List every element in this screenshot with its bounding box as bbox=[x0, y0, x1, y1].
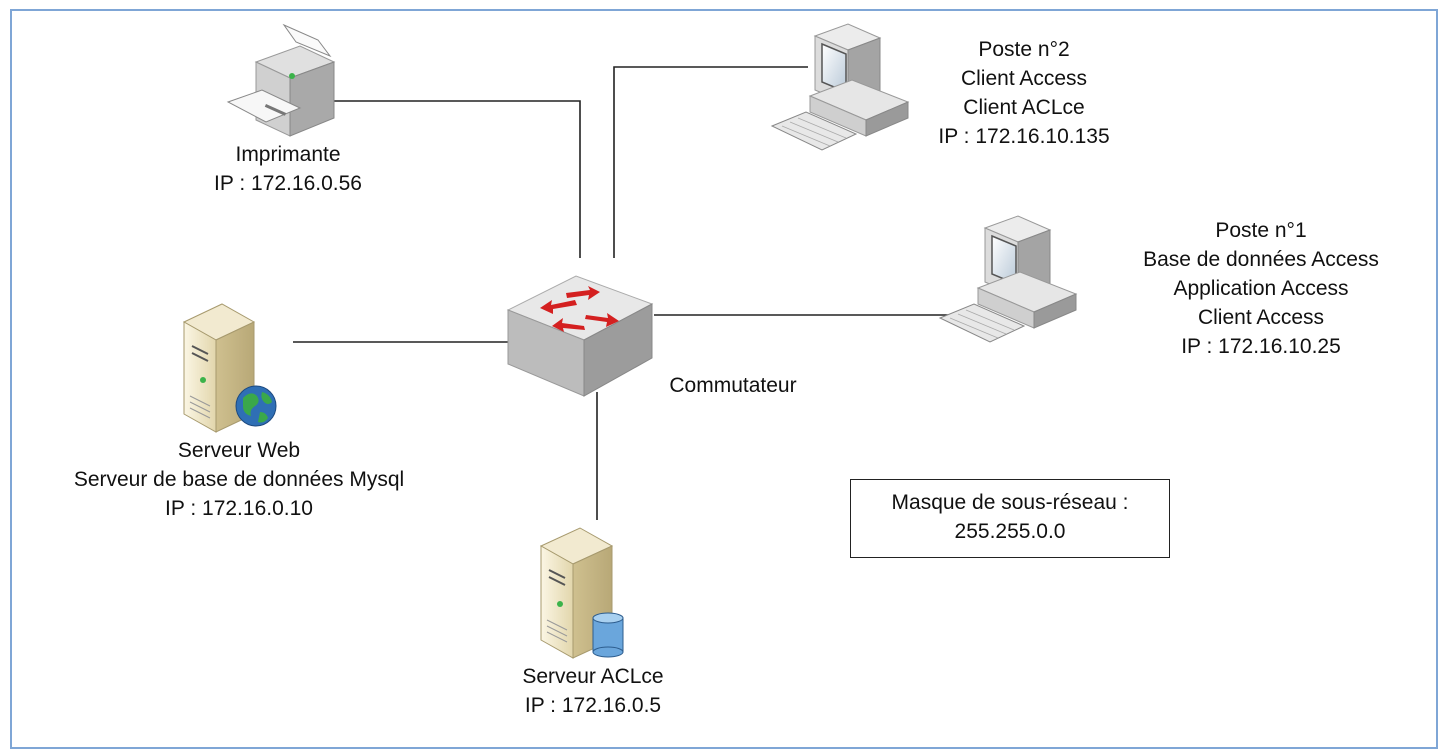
web-server-line2: Serveur de base de données Mysql bbox=[73, 468, 405, 491]
network-diagram bbox=[182, 23, 1078, 659]
web-server-ip: IP : 172.16.0.10 bbox=[165, 497, 313, 520]
poste2-title: Poste n°2 bbox=[978, 38, 1070, 61]
aclce-server-label: Serveur ACLce IP : 172.16.0.5 bbox=[522, 662, 663, 720]
link-poste2 bbox=[613, 66, 808, 258]
aclce-server-ip: IP : 172.16.0.5 bbox=[524, 694, 662, 717]
switch-name: Commutateur bbox=[669, 374, 797, 397]
poste2-ip: IP : 172.16.10.135 bbox=[938, 125, 1110, 148]
poste1-ip: IP : 172.16.10.25 bbox=[1181, 335, 1341, 358]
web-server-line1: Serveur Web bbox=[177, 439, 301, 462]
link-printer bbox=[300, 100, 581, 258]
computer-icon-poste1 bbox=[938, 215, 1078, 343]
web-server-label: Serveur Web Serveur de base de données M… bbox=[74, 436, 404, 523]
poste1-line2: Application Access bbox=[1173, 277, 1349, 300]
switch-icon bbox=[506, 275, 654, 397]
globe-icon bbox=[235, 385, 277, 427]
computer-icon-poste2 bbox=[770, 23, 910, 151]
printer-icon bbox=[226, 23, 336, 137]
aclce-server-name: Serveur ACLce bbox=[522, 665, 664, 688]
poste2-line2: Client ACLce bbox=[963, 96, 1085, 119]
connections bbox=[293, 66, 960, 520]
poste1-title: Poste n°1 bbox=[1215, 219, 1307, 242]
subnet-mask-label: Masque de sous-réseau : bbox=[891, 491, 1129, 514]
poste1-line1: Base de données Access bbox=[1143, 248, 1379, 271]
subnet-mask-value: 255.255.0.0 bbox=[954, 520, 1066, 543]
subnet-mask-box: Masque de sous-réseau : 255.255.0.0 bbox=[850, 479, 1170, 558]
printer-ip: IP : 172.16.0.56 bbox=[214, 172, 362, 195]
poste2-line1: Client Access bbox=[960, 67, 1088, 90]
printer-name: Imprimante bbox=[235, 143, 341, 166]
switch-label: Commutateur bbox=[669, 371, 796, 400]
database-icon bbox=[592, 612, 624, 658]
poste1-line3: Client Access bbox=[1197, 306, 1325, 329]
poste2-label: Poste n°2 Client Access Client ACLce IP … bbox=[938, 35, 1109, 151]
poste1-label: Poste n°1 Base de données Access Applica… bbox=[1143, 216, 1379, 361]
printer-label: Imprimante IP : 172.16.0.56 bbox=[214, 140, 362, 198]
